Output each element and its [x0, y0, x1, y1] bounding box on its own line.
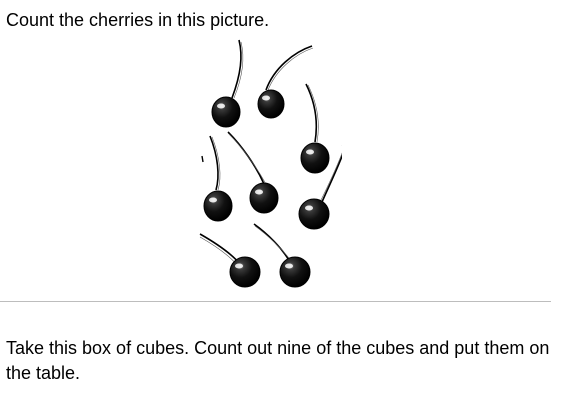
- cherry: [257, 45, 314, 119]
- cherry: [298, 145, 342, 230]
- cubes-counting-question: Take this box of cubes. Count out nine o…: [6, 338, 550, 383]
- cherry-count-question: Count the cherries in this picture.: [6, 10, 270, 30]
- cherry: [227, 131, 279, 214]
- cherry: [199, 233, 261, 288]
- cherry: [203, 135, 233, 222]
- cherries-illustration: [199, 39, 342, 288]
- cherry: [253, 223, 311, 288]
- cherry: [300, 83, 330, 174]
- cherry: [211, 39, 244, 128]
- section-divider: [0, 301, 551, 302]
